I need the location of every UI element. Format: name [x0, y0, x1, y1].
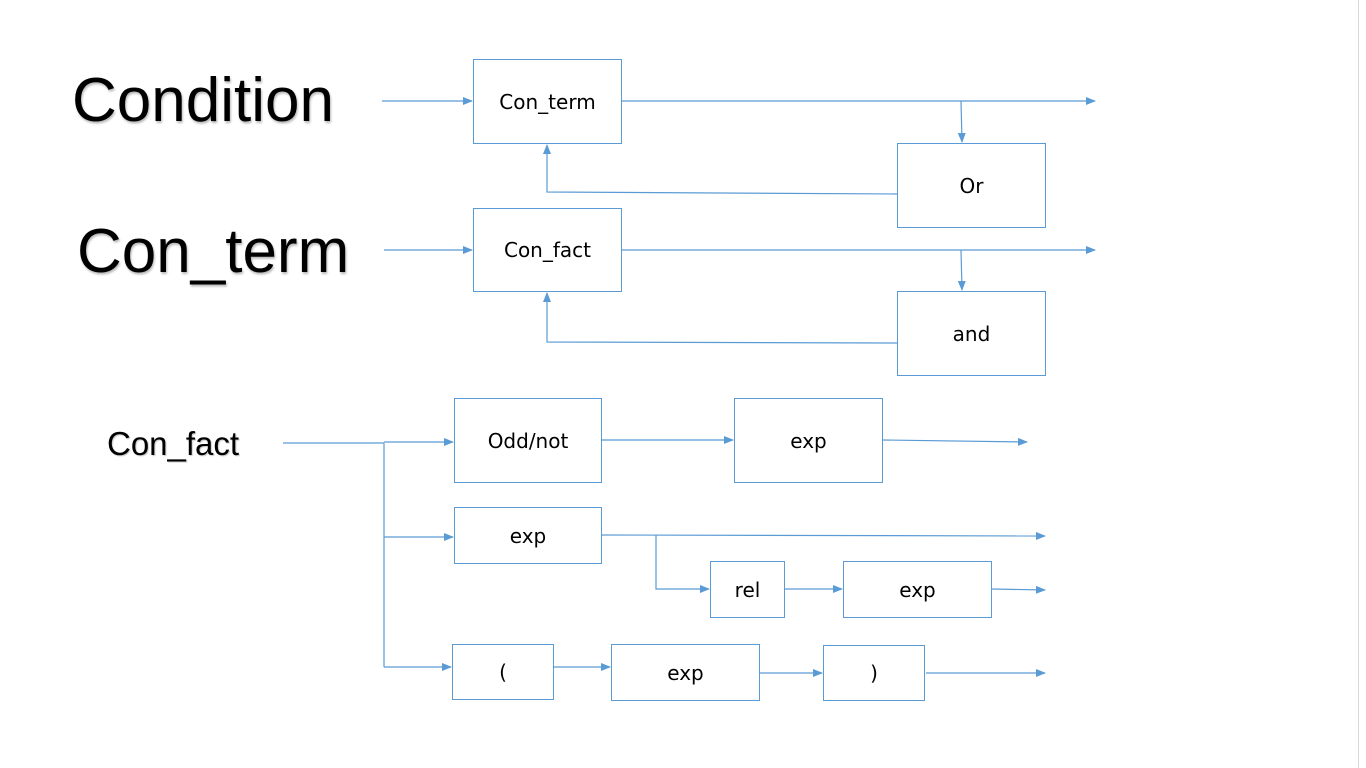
box-con-fact: Con_fact	[473, 208, 622, 292]
arrow-to-or	[957, 100, 966, 143]
box-exp-after-odd: exp	[734, 398, 883, 483]
arrow-to-and	[957, 249, 966, 291]
box-con-term: Con_term	[473, 59, 622, 144]
box-or: Or	[897, 143, 1046, 228]
box-lparen: (	[452, 644, 554, 700]
arrow-exp-alt-exit	[601, 531, 1046, 540]
box-exp-after-rel: exp	[843, 561, 992, 618]
arrow-exp-exit-1	[882, 437, 1028, 446]
box-and: and	[897, 291, 1046, 376]
label-con-term: Con_term	[77, 217, 350, 286]
label-condition: Condition	[72, 66, 334, 135]
arrow-and-loop-back	[543, 292, 898, 344]
arrow-exp-after-rel-exit	[991, 585, 1046, 594]
box-rparen: )	[823, 645, 925, 701]
box-exp-alt: exp	[454, 507, 602, 564]
arrow-or-loop-back	[543, 144, 898, 195]
arrow-to-rel	[655, 535, 710, 593]
label-con-fact: Con_fact	[107, 425, 240, 462]
slide-edge-divider	[1358, 0, 1359, 768]
box-rel: rel	[710, 561, 785, 618]
box-odd-not: Odd/not	[454, 398, 602, 483]
box-exp-paren: exp	[611, 644, 760, 701]
